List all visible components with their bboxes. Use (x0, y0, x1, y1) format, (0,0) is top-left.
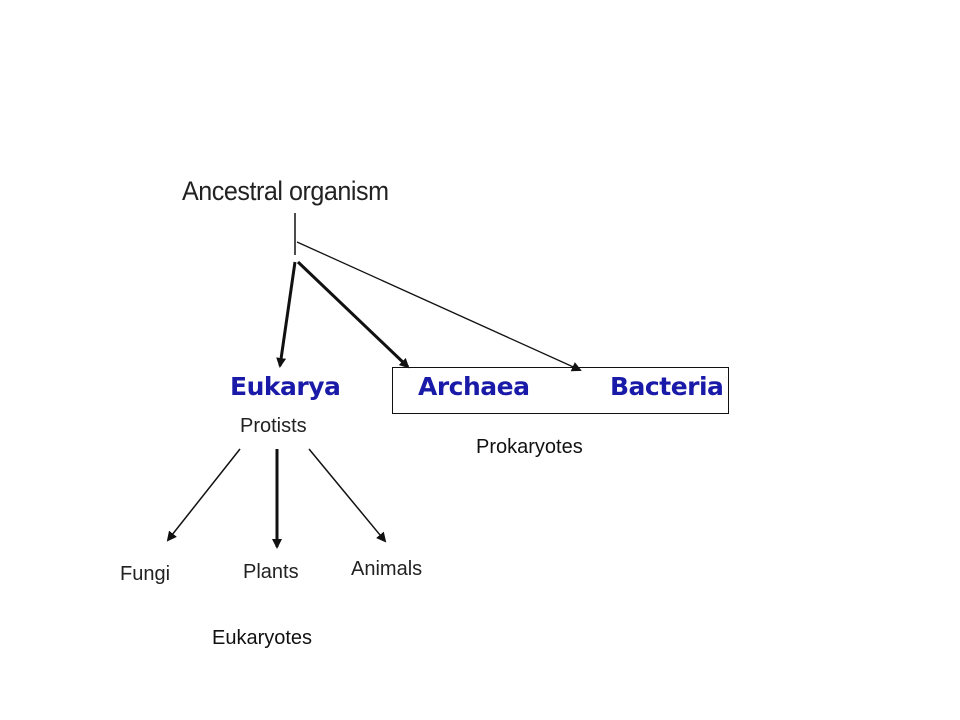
eukarya-label: Eukarya (230, 372, 341, 401)
bacteria-label: Bacteria (610, 372, 724, 401)
prokaryotes-box (392, 367, 729, 414)
archaea-label: Archaea (418, 372, 530, 401)
arrow-to-archaea (296, 260, 410, 369)
protists-label: Protists (240, 415, 307, 437)
arrow-to-animals (308, 448, 387, 543)
ancestral-organism-label: Ancestral organism (182, 176, 389, 206)
prokaryotes-label: Prokaryotes (476, 436, 583, 458)
animals-label: Animals (351, 558, 423, 580)
arrow-to-fungi (166, 448, 241, 542)
eukaryotes-label: Eukaryotes (212, 627, 313, 649)
fungi-label: Fungi (120, 563, 171, 585)
arrow-to-bacteria (296, 241, 582, 372)
arrow-to-eukarya (276, 261, 297, 368)
plants-label: Plants (243, 561, 299, 583)
